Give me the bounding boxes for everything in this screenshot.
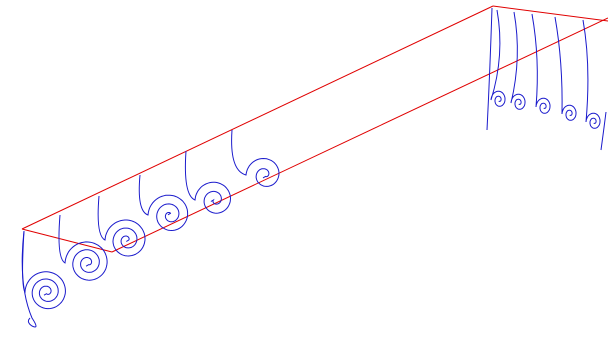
diagram-background	[0, 0, 608, 338]
wake-vortex-diagram	[0, 0, 608, 338]
